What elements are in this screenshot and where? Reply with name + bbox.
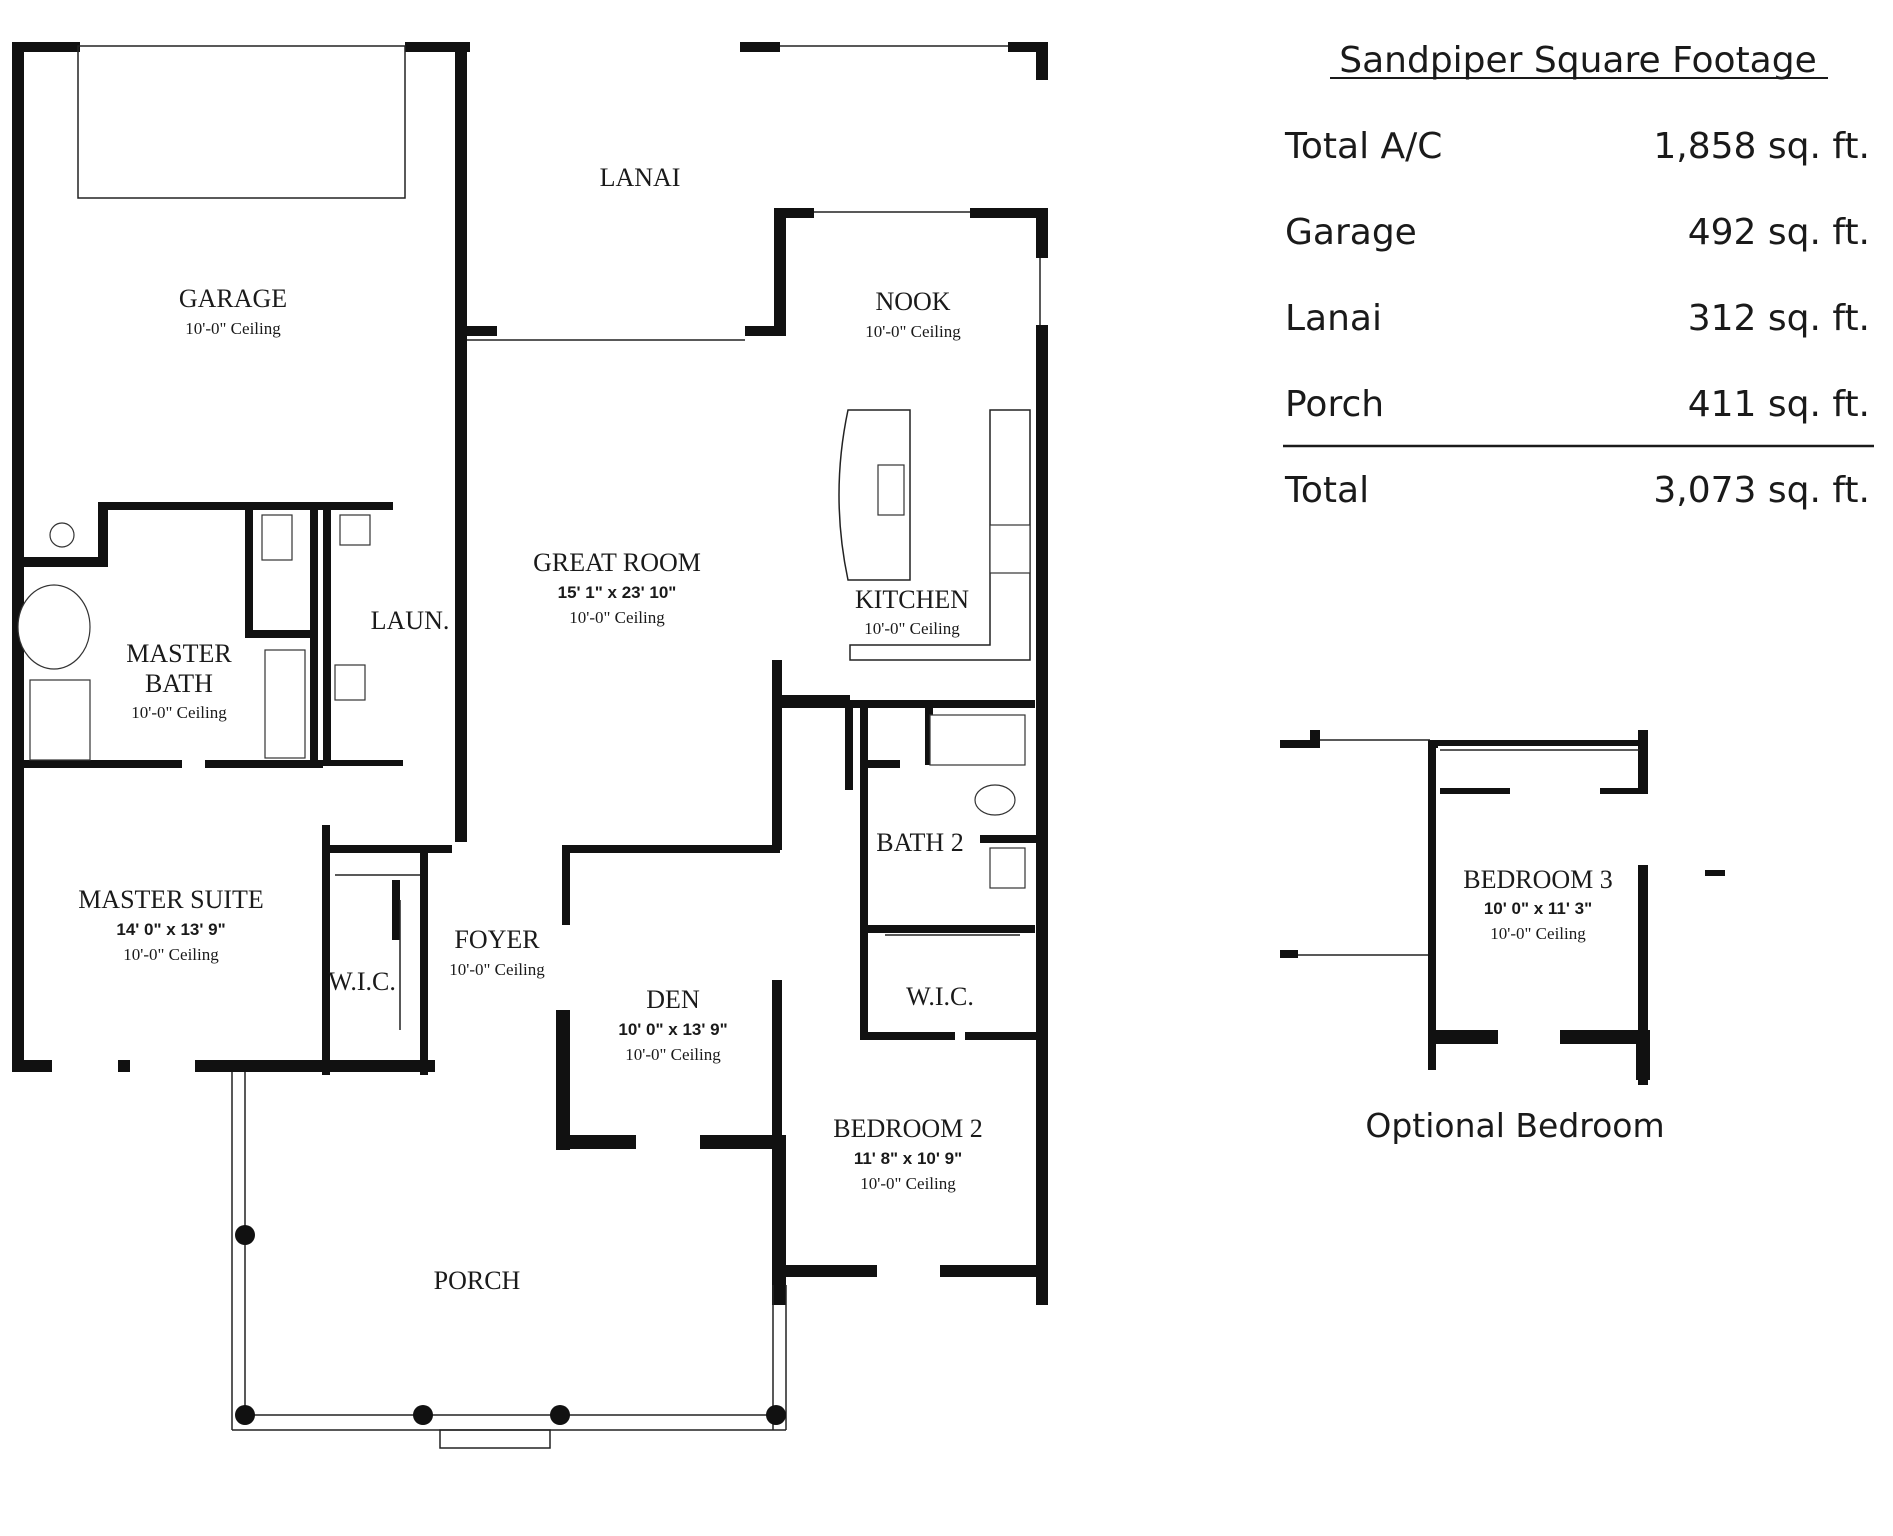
row-total-label: Total xyxy=(1284,470,1369,511)
room-master-bath: MASTER BATH 10'-0" Ceiling xyxy=(126,639,232,722)
master-suite-name: MASTER SUITE xyxy=(78,885,264,914)
room-bedroom2: BEDROOM 2 11' 8" x 10' 9" 10'-0" Ceiling xyxy=(833,1114,983,1193)
bedroom3-name: BEDROOM 3 xyxy=(1463,865,1613,894)
room-great-room: GREAT ROOM 15' 1" x 23' 10" 10'-0" Ceili… xyxy=(533,548,701,627)
laundry-name: LAUN. xyxy=(371,606,450,635)
row-total-ac-value: 1,858 sq. ft. xyxy=(1653,126,1870,167)
kitchen-ceiling: 10'-0" Ceiling xyxy=(864,619,960,638)
room-porch: PORCH xyxy=(434,1266,521,1295)
room-garage: GARAGE 10'-0" Ceiling xyxy=(179,284,287,338)
plan-details xyxy=(17,45,1041,1449)
room-wic-master: W.I.C. xyxy=(328,967,396,996)
bedroom2-name: BEDROOM 2 xyxy=(833,1114,983,1143)
table-title: Sandpiper Square Footage xyxy=(1339,40,1817,81)
foyer-ceiling: 10'-0" Ceiling xyxy=(449,960,545,979)
bedroom3-ceiling: 10'-0" Ceiling xyxy=(1490,924,1586,943)
great-room-dims: 15' 1" x 23' 10" xyxy=(558,583,677,602)
master-suite-ceiling: 10'-0" Ceiling xyxy=(123,945,219,964)
optional-bedroom-walls xyxy=(1280,730,1725,1085)
bath2-name: BATH 2 xyxy=(876,828,963,857)
room-kitchen: KITCHEN 10'-0" Ceiling xyxy=(855,585,969,638)
row-garage-label: Garage xyxy=(1285,212,1417,253)
great-room-ceiling: 10'-0" Ceiling xyxy=(569,608,665,627)
row-lanai-value: 312 sq. ft. xyxy=(1688,298,1870,339)
den-dims: 10' 0" x 13' 9" xyxy=(618,1020,727,1039)
room-bedroom3: BEDROOM 3 10' 0" x 11' 3" 10'-0" Ceiling xyxy=(1463,865,1613,943)
den-name: DEN xyxy=(646,985,700,1014)
room-wic2: W.I.C. xyxy=(906,982,974,1011)
lanai-name: LANAI xyxy=(600,163,681,192)
nook-name: NOOK xyxy=(875,287,950,316)
row-garage-value: 492 sq. ft. xyxy=(1688,212,1870,253)
porch-name: PORCH xyxy=(434,1266,521,1295)
row-porch-label: Porch xyxy=(1285,384,1384,425)
square-footage-table: Sandpiper Square Footage Total A/C 1,858… xyxy=(1283,40,1874,511)
master-suite-dims: 14' 0" x 13' 9" xyxy=(116,920,225,939)
optional-bedroom-label: Optional Bedroom xyxy=(1365,1106,1664,1145)
bedroom2-ceiling: 10'-0" Ceiling xyxy=(860,1174,956,1193)
room-bath2: BATH 2 xyxy=(876,828,963,857)
foyer-name: FOYER xyxy=(454,925,540,954)
great-room-name: GREAT ROOM xyxy=(533,548,701,577)
master-bath-name-2: BATH xyxy=(145,669,213,698)
master-bath-ceiling: 10'-0" Ceiling xyxy=(131,703,227,722)
master-bath-name-1: MASTER xyxy=(126,639,232,668)
row-lanai-label: Lanai xyxy=(1285,298,1382,339)
nook-ceiling: 10'-0" Ceiling xyxy=(865,322,961,341)
kitchen-name: KITCHEN xyxy=(855,585,969,614)
room-laundry: LAUN. xyxy=(371,606,450,635)
den-ceiling: 10'-0" Ceiling xyxy=(625,1045,721,1064)
room-den: DEN 10' 0" x 13' 9" 10'-0" Ceiling xyxy=(618,985,727,1064)
wic-master-name: W.I.C. xyxy=(328,967,396,996)
wic2-name: W.I.C. xyxy=(906,982,974,1011)
garage-name: GARAGE xyxy=(179,284,287,313)
room-master-suite: MASTER SUITE 14' 0" x 13' 9" 10'-0" Ceil… xyxy=(78,885,264,964)
garage-ceiling: 10'-0" Ceiling xyxy=(185,319,281,338)
row-total-ac-label: Total A/C xyxy=(1284,126,1442,167)
bedroom2-dims: 11' 8" x 10' 9" xyxy=(854,1149,962,1168)
room-foyer: FOYER 10'-0" Ceiling xyxy=(449,925,545,979)
row-porch-value: 411 sq. ft. xyxy=(1688,384,1870,425)
room-nook: NOOK 10'-0" Ceiling xyxy=(865,287,961,341)
row-total-value: 3,073 sq. ft. xyxy=(1653,470,1870,511)
bedroom3-dims: 10' 0" x 11' 3" xyxy=(1484,899,1592,918)
room-lanai: LANAI xyxy=(600,163,681,192)
plan-walls xyxy=(12,42,1048,1305)
